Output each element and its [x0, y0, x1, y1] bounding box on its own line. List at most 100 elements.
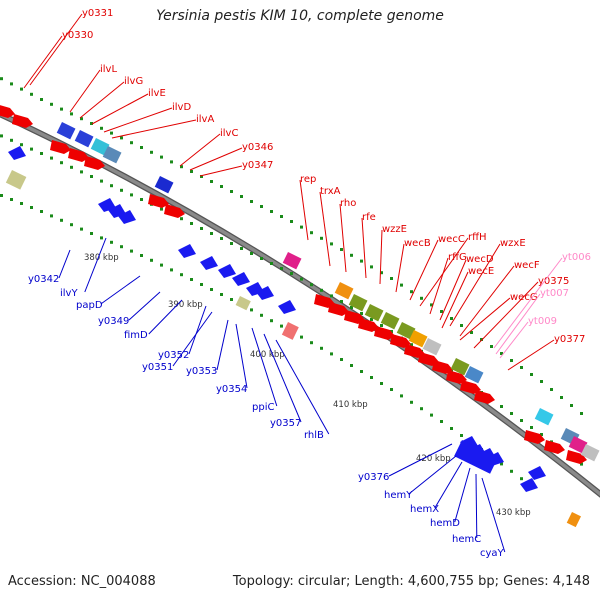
- tick-mark: [210, 180, 213, 183]
- leader-line: [507, 339, 555, 371]
- reverse-gene-block: [256, 286, 274, 300]
- feature-box: [450, 358, 470, 376]
- reverse-gene-block: [218, 264, 236, 278]
- tick-mark: [50, 156, 53, 160]
- leader-line: [188, 305, 207, 355]
- tick-mark: [250, 252, 253, 255]
- tick-mark: [370, 318, 373, 321]
- tick-mark: [490, 345, 493, 348]
- feature-box: [580, 444, 600, 462]
- tick-mark: [20, 87, 23, 91]
- gene-label-wzxE: wzxE: [500, 238, 526, 249]
- tick-mark: [80, 170, 83, 174]
- feature-box: [102, 146, 122, 164]
- feature-box: [380, 312, 400, 330]
- gene-label-rho: rho: [340, 198, 356, 209]
- tick-mark: [580, 412, 583, 415]
- leader-line: [235, 323, 248, 389]
- tick-mark: [40, 210, 43, 213]
- feature-box: [464, 365, 484, 384]
- tick-mark: [540, 433, 543, 436]
- leader-line: [459, 265, 515, 337]
- leader-line: [275, 339, 330, 435]
- leader-line: [495, 293, 541, 355]
- leader-line: [319, 191, 331, 267]
- tick-mark: [230, 298, 233, 301]
- tick-mark: [390, 388, 393, 391]
- leader-line: [475, 473, 478, 539]
- gene-label-ilvC: ilvC: [220, 128, 238, 139]
- ruler-label: 390 kbp: [168, 300, 203, 310]
- gene-label-y0357: y0357: [270, 418, 301, 429]
- forward-gene-block: [148, 194, 169, 208]
- tick-mark: [230, 190, 233, 193]
- tick-mark: [510, 412, 513, 415]
- reverse-gene-block: [528, 466, 546, 480]
- leader-line: [454, 467, 471, 523]
- tick-mark: [280, 267, 283, 270]
- tick-mark: [340, 248, 343, 251]
- tick-mark: [340, 300, 343, 303]
- tick-mark: [530, 373, 533, 376]
- tick-mark: [50, 214, 53, 218]
- leader-line: [339, 203, 347, 273]
- tick-mark: [200, 283, 203, 286]
- tick-mark: [460, 324, 463, 327]
- leader-line: [493, 257, 563, 349]
- feature-box: [5, 170, 27, 190]
- tick-mark: [80, 117, 83, 121]
- tick-mark: [320, 288, 323, 292]
- gene-label-y0346: y0346: [242, 142, 273, 153]
- tick-mark: [210, 232, 213, 235]
- tick-mark: [70, 165, 73, 169]
- gene-label-y0377: y0377: [554, 334, 585, 345]
- tick-mark: [250, 308, 253, 312]
- tick-mark: [310, 283, 313, 287]
- tick-mark: [410, 343, 413, 347]
- leader-line: [91, 93, 149, 125]
- tick-mark: [190, 222, 193, 225]
- gene-label-ilvE: ilvE: [148, 88, 166, 99]
- leader-line: [388, 443, 453, 477]
- leader-line: [449, 243, 501, 327]
- tick-mark: [300, 277, 303, 281]
- leader-line: [79, 81, 125, 119]
- gene-label-ilvD: ilvD: [172, 102, 191, 113]
- feature-box: [334, 282, 354, 300]
- tick-mark: [120, 188, 123, 192]
- tick-mark: [30, 147, 33, 151]
- tick-mark: [50, 102, 53, 106]
- leader-line: [429, 257, 449, 315]
- gene-label-trxA: trxA: [320, 186, 341, 197]
- tick-mark: [450, 427, 453, 430]
- feature-box: [348, 293, 368, 312]
- tick-mark: [100, 179, 103, 183]
- feature-box: [566, 512, 581, 528]
- tick-mark: [410, 400, 413, 404]
- tick-mark: [330, 352, 333, 356]
- tick-mark: [300, 335, 303, 339]
- tick-mark: [230, 242, 233, 245]
- tick-mark: [460, 434, 463, 437]
- leader-line: [441, 271, 469, 329]
- gene-label-rep: rep: [300, 174, 316, 185]
- tick-mark: [70, 112, 73, 116]
- tick-mark: [500, 462, 503, 466]
- tick-mark: [400, 283, 403, 287]
- leader-line: [103, 107, 173, 133]
- leader-line: [499, 321, 529, 359]
- gene-label-rhlB: rhlB: [304, 430, 324, 441]
- tick-mark: [330, 242, 333, 246]
- feature-box: [422, 338, 442, 356]
- tick-mark: [40, 152, 43, 155]
- gene-label-y0376: y0376: [358, 472, 389, 483]
- gene-label-y0342: y0342: [28, 274, 59, 285]
- tick-mark: [290, 220, 293, 223]
- gene-label-y0349: y0349: [98, 316, 129, 327]
- tick-mark: [140, 146, 143, 149]
- feature-box: [364, 304, 384, 322]
- tick-mark: [180, 165, 183, 169]
- ruler-label: 410 kbp: [333, 400, 368, 410]
- tick-mark: [360, 259, 363, 263]
- tick-mark: [100, 126, 103, 130]
